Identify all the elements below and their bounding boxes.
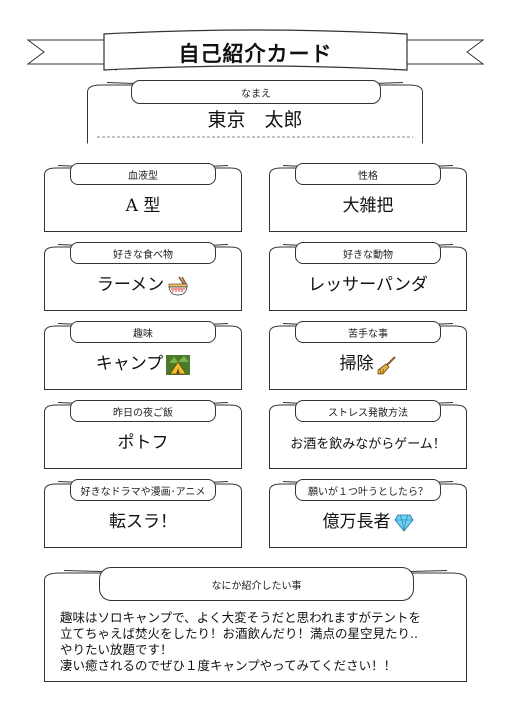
card-personality-label: 性格 <box>358 171 378 182</box>
card-hobby: 趣味キャンプ <box>44 321 242 390</box>
broom-icon <box>377 355 397 375</box>
card-food-value: ラーメン <box>96 275 165 295</box>
card-animal: 好きな動物レッサーパンダ <box>269 242 467 311</box>
card-drama-label-tab: 好きなドラマや漫画･アニメ <box>70 479 216 501</box>
card-wish-value-wrap: 億万長者 <box>269 507 467 532</box>
card-food-label-tab: 好きな食べ物 <box>70 242 216 264</box>
intro-card: なにか紹介したい事 <box>44 567 467 682</box>
card-food-value-wrap: ラーメン <box>44 270 242 296</box>
card-animal-label: 好きな動物 <box>343 250 393 261</box>
card-hobby-value: キャンプ <box>95 354 164 374</box>
intro-text: 趣味はソロキャンプで、よく大変そうだと思われますがテントを 立てちゃえば焚火をし… <box>60 610 422 673</box>
card-drama: 好きなドラマや漫画･アニメ転スラ！ <box>44 479 242 548</box>
card-animal-value-wrap: レッサーパンダ <box>269 270 467 295</box>
card-animal-label-tab: 好きな動物 <box>295 242 441 264</box>
card-weak-label: 苦手な事 <box>348 329 388 340</box>
name-label-tab: なまえ <box>131 80 381 104</box>
gem-icon <box>394 514 414 532</box>
card-stress-value: お酒を飲みながらゲーム！ <box>290 437 446 452</box>
card-weak-label-tab: 苦手な事 <box>295 321 441 343</box>
ramen-bowl-icon <box>167 276 189 296</box>
card-weak-value: 掃除 <box>339 354 374 374</box>
card-drama-value-wrap: 転スラ！ <box>44 507 242 532</box>
card-weak-value-wrap: 掃除 <box>269 349 467 375</box>
intro-label: なにか紹介したい事 <box>211 581 302 592</box>
card-drama-label: 好きなドラマや漫画･アニメ <box>80 487 206 498</box>
card-wish: 願いが１つ叶うとしたら？ 億万長者 <box>269 479 467 548</box>
card-personality-label-tab: 性格 <box>295 163 441 185</box>
card-blood-label-tab: 血液型 <box>70 163 216 185</box>
camping-tent-icon <box>166 354 191 375</box>
card-dinner-value: ポトフ <box>117 433 169 453</box>
card-stress-value-wrap: お酒を飲みながらゲーム！ <box>269 433 467 452</box>
intro-label-tab: なにか紹介したい事 <box>99 567 414 601</box>
card-animal-value: レッサーパンダ <box>308 275 428 295</box>
card-blood-value-wrap: A 型 <box>44 191 242 216</box>
card-hobby-label-tab: 趣味 <box>70 321 216 343</box>
card-weak: 苦手な事掃除 <box>269 321 467 390</box>
card-blood-label: 血液型 <box>128 171 158 182</box>
card-blood-value: A 型 <box>125 196 161 216</box>
card-wish-label: 願いが１つ叶うとしたら？ <box>308 487 428 498</box>
card-dinner-label: 昨日の夜ご飯 <box>113 408 173 419</box>
name-card: なまえ 東京 太郎 <box>87 80 423 144</box>
card-dinner-label-tab: 昨日の夜ご飯 <box>70 400 216 422</box>
card-food: 好きな食べ物ラーメン <box>44 242 242 311</box>
name-label: なまえ <box>241 89 271 100</box>
card-personality: 性格大雑把 <box>269 163 467 232</box>
card-wish-label-tab: 願いが１つ叶うとしたら？ <box>295 479 441 501</box>
card-personality-value-wrap: 大雑把 <box>269 191 467 216</box>
card-food-label: 好きな食べ物 <box>113 250 173 261</box>
card-dinner: 昨日の夜ご飯ポトフ <box>44 400 242 469</box>
card-drama-value: 転スラ！ <box>109 512 177 532</box>
card-wish-value: 億万長者 <box>322 512 391 532</box>
card-stress-label-tab: ストレス発散方法 <box>295 400 441 422</box>
title-banner <box>0 0 511 80</box>
card-dinner-value-wrap: ポトフ <box>44 428 242 453</box>
card-stress-label: ストレス発散方法 <box>328 408 408 419</box>
name-value: 東京 太郎 <box>207 109 303 131</box>
card-hobby-label: 趣味 <box>133 329 153 340</box>
card-blood: 血液型 A 型 <box>44 163 242 232</box>
card-personality-value: 大雑把 <box>342 196 394 216</box>
card-hobby-value-wrap: キャンプ <box>44 349 242 375</box>
card-stress: ストレス発散方法お酒を飲みながらゲーム！ <box>269 400 467 469</box>
page-title: 自己紹介カード <box>178 42 333 66</box>
